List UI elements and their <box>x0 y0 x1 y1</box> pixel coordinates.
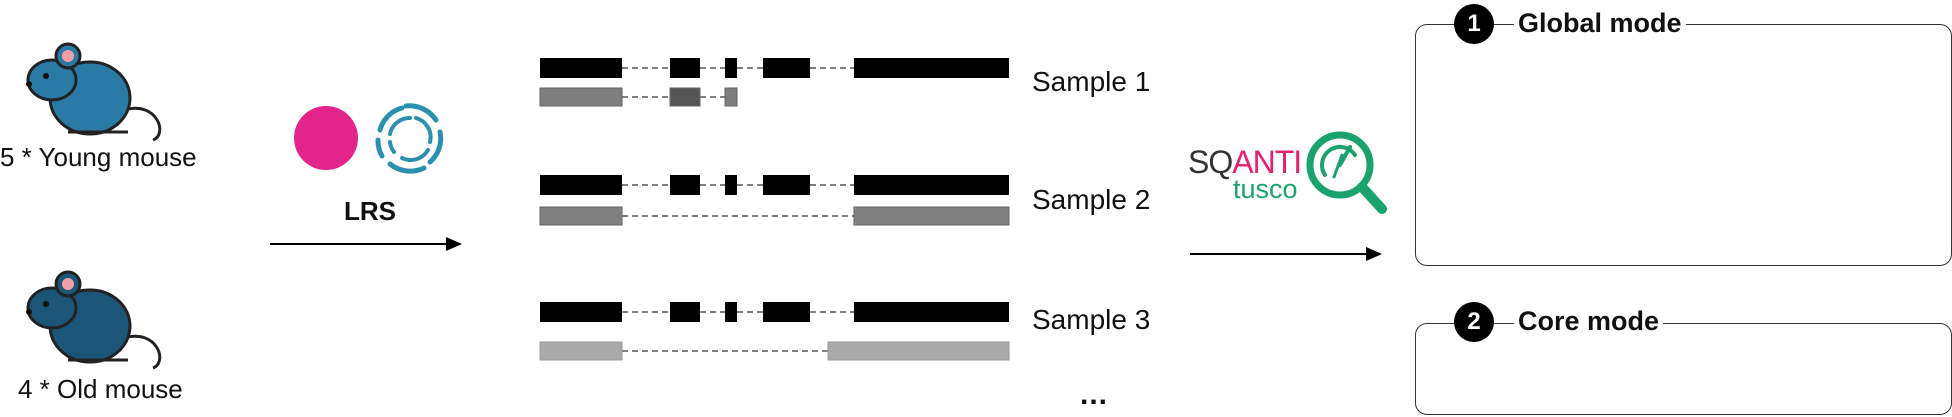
sample-1-label: Sample 1 <box>1032 66 1151 97</box>
sqanti-logo: SQANTI <box>1188 144 1302 181</box>
exon-block <box>669 87 701 107</box>
core-mode-number-badge: 2 <box>1454 302 1494 342</box>
old-mouse-icon <box>26 270 162 370</box>
sample-1-read <box>539 87 738 107</box>
tusco-logo: tusco <box>1233 174 1298 204</box>
sample-2-read <box>539 206 1010 226</box>
lrs-label: LRS <box>344 196 396 226</box>
core-mode-box <box>1415 323 1952 415</box>
sample-3-read <box>539 341 1010 361</box>
sample-1-reference <box>540 58 1009 78</box>
core-mode-title: Core mode <box>1514 306 1664 337</box>
more-samples-ellipsis: ... <box>1080 378 1109 411</box>
sample-2-label: Sample 2 <box>1032 184 1151 215</box>
exon-block <box>670 302 700 322</box>
exon-block <box>854 175 1009 195</box>
exon-block <box>763 175 810 195</box>
sample-3-label: Sample 3 <box>1032 304 1151 335</box>
global-mode-number-badge: 1 <box>1454 4 1494 44</box>
young-mouse-label: 5 * Young mouse <box>0 142 197 172</box>
global-mode-title: Global mode <box>1514 8 1686 39</box>
analysis-arrow <box>1190 247 1382 261</box>
exon-block <box>763 58 810 78</box>
exon-block <box>670 58 700 78</box>
old-mouse-label: 4 * Old mouse <box>18 374 183 404</box>
sample-transcripts <box>539 58 1010 361</box>
sqanti-logo-anti: ANTI <box>1232 144 1302 180</box>
lrs-arrow <box>270 237 462 251</box>
exon-block <box>670 175 700 195</box>
sqanti-logo-sq: SQ <box>1188 144 1233 180</box>
exon-block <box>854 302 1009 322</box>
exon-block <box>854 58 1009 78</box>
exon-block <box>540 175 622 195</box>
pacbio-dot-icon <box>294 106 358 170</box>
exon-block <box>725 175 737 195</box>
tusco-magnifier-icon <box>1306 131 1387 214</box>
nanopore-logo-icon <box>375 103 444 174</box>
sample-2-reference <box>540 175 1009 195</box>
exon-block <box>725 58 737 78</box>
exon-block <box>724 87 738 107</box>
exon-block <box>539 341 623 361</box>
global-mode-box <box>1415 24 1952 266</box>
exon-block <box>540 58 622 78</box>
young-mouse-icon <box>26 42 162 142</box>
sample-3-reference <box>540 302 1009 322</box>
exon-block <box>827 341 1010 361</box>
exon-block <box>725 302 737 322</box>
exon-block <box>853 206 1010 226</box>
exon-block <box>539 206 623 226</box>
exon-block <box>539 87 623 107</box>
exon-block <box>763 302 810 322</box>
exon-block <box>540 302 622 322</box>
